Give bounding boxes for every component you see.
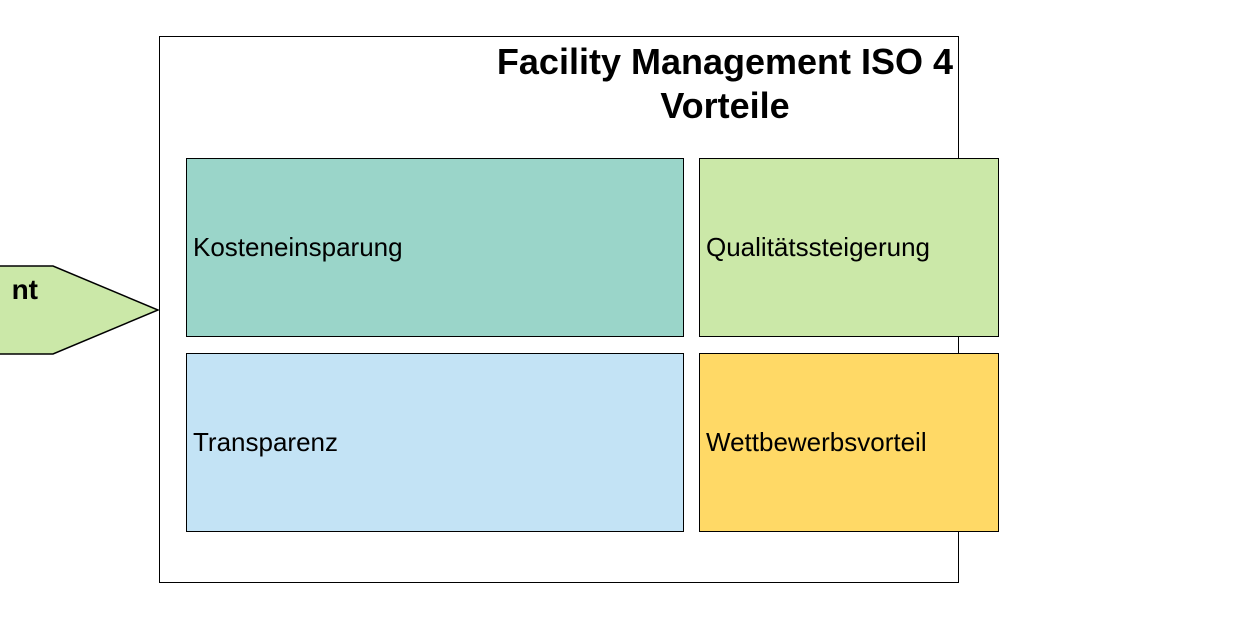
frame-title-line-2: Vorteile: [660, 85, 790, 126]
benefit-box-label: Qualitätssteigerung: [706, 232, 931, 262]
frame-title: Facility Management ISO 4 Vorteile: [200, 40, 1250, 128]
benefit-box-wettbewerbsvorteil: Wettbewerbsvorteil: [699, 353, 999, 532]
benefit-box-label: Wettbewerbsvorteil: [706, 427, 927, 457]
benefit-box-label: Kosteneinsparung: [193, 232, 403, 262]
diagram-canvas: nt Facility Management ISO 4 Vorteile Ko…: [0, 36, 999, 583]
benefit-box-qualitaetssteigerung: Qualitätssteigerung: [699, 158, 999, 337]
benefit-box-kosteneinsparung: Kosteneinsparung: [186, 158, 684, 337]
benefit-box-transparenz: Transparenz: [186, 353, 684, 532]
benefit-box-label: Transparenz: [193, 427, 338, 457]
frame-title-line-1: Facility Management ISO 4: [496, 41, 954, 82]
arrow-label: nt: [11, 274, 38, 305]
